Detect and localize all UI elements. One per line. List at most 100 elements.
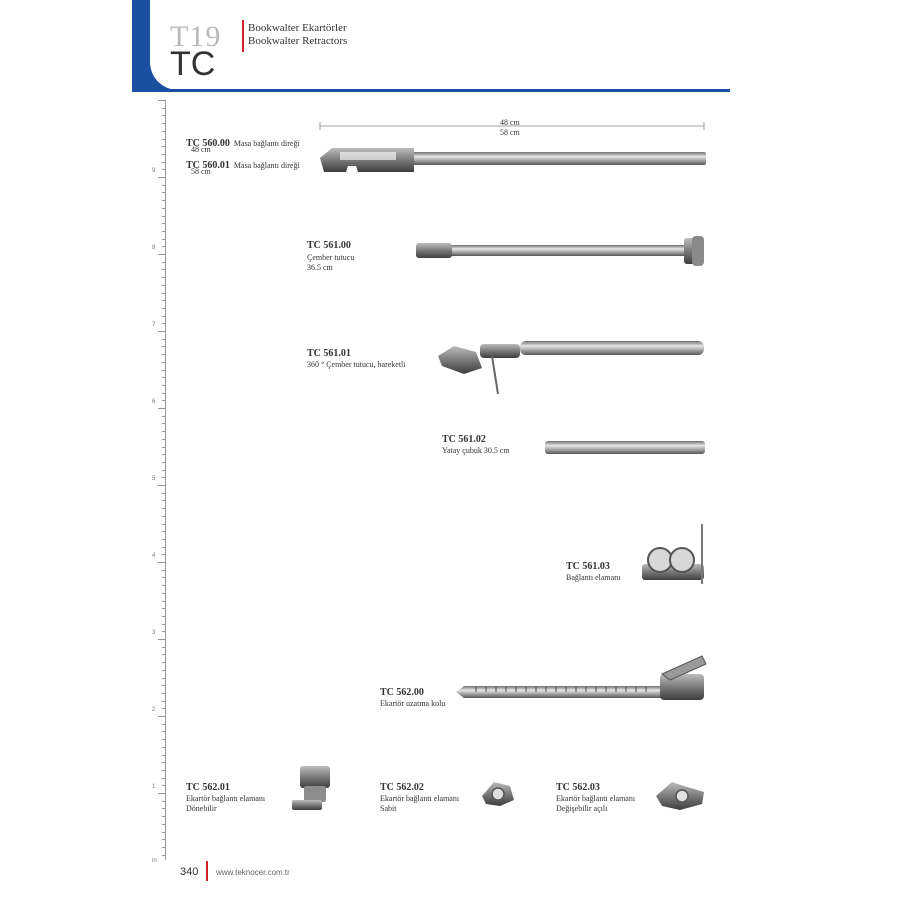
- ruler-tick: [162, 477, 166, 479]
- product-code: TC 562.01: [186, 782, 230, 793]
- ruler-tick: [162, 846, 166, 848]
- ruler-tick: [162, 492, 166, 494]
- ruler-tick: [162, 554, 166, 556]
- ruler-tick: [162, 723, 166, 725]
- ruler-number: 3: [152, 630, 156, 636]
- connector-image: [642, 524, 704, 584]
- ruler-tick: [162, 708, 166, 710]
- ruler-tick: [162, 600, 166, 602]
- ruler-tick: [162, 669, 166, 671]
- ruler-tick: [162, 377, 166, 379]
- product-desc: Yatay çubuk 30.5 cm: [442, 446, 510, 455]
- ruler-tick: [162, 731, 166, 733]
- title-accent-bar: [242, 20, 244, 52]
- ruler-tick: [162, 423, 166, 425]
- ruler-tick: [162, 361, 166, 363]
- ruler-tick: [158, 793, 166, 794]
- ruler-tick: [162, 700, 166, 702]
- ruler-number: 4: [152, 553, 156, 559]
- product-desc: 360 ° Çember tutucu, hareketli: [307, 360, 406, 369]
- ruler-tick: [162, 677, 166, 679]
- ruler-tick: [162, 261, 166, 263]
- ruler-tick: [162, 192, 166, 194]
- ruler-tick: [162, 515, 166, 517]
- ruler-tick: [162, 531, 166, 533]
- ruler-number: 5: [152, 476, 156, 482]
- dimension-line: [319, 122, 705, 130]
- ruler-tick: [162, 762, 166, 764]
- ruler-tick: [162, 369, 166, 371]
- ruler-tick: [162, 523, 166, 525]
- ruler-number: 9: [152, 168, 156, 174]
- variable-angle-clamp-image: [656, 782, 704, 810]
- ruler-tick: [162, 307, 166, 309]
- ruler-tick: [162, 769, 166, 771]
- website-link[interactable]: www.teknocer.com.tr: [216, 868, 290, 877]
- ruler-tick: [162, 338, 166, 340]
- header-rule: [132, 89, 730, 92]
- product-desc: Ekartör bağlantı elamanı: [380, 794, 460, 803]
- ruler-unit: in: [152, 858, 157, 864]
- product-code: TC 561.01: [307, 348, 351, 359]
- ruler-tick: [158, 639, 166, 640]
- header-tab-inner: [150, 0, 240, 90]
- ruler-tick: [162, 816, 166, 818]
- ruler-tick: [158, 485, 166, 486]
- ruler-tick: [158, 331, 166, 332]
- ruler-number: 2: [152, 707, 156, 713]
- fixed-retractor-clamp-image: [482, 782, 514, 806]
- product-size: 48 cm: [191, 145, 211, 154]
- product-code: TC 560.01: [186, 160, 230, 171]
- product-code: TC 560.00: [186, 138, 230, 149]
- ruler-tick: [162, 623, 166, 625]
- ruler-tick: [162, 246, 166, 248]
- product-label-tc56001: TC 560.01 Masa bağlantı direği: [186, 155, 300, 173]
- ruler-tick: [162, 446, 166, 448]
- ruler-tick: [162, 392, 166, 394]
- ruler-tick: [162, 777, 166, 779]
- ruler-tick: [162, 415, 166, 417]
- ruler-tick: [162, 238, 166, 240]
- product-desc: Masa bağlantı direği: [233, 161, 300, 170]
- ruler-tick: [158, 177, 166, 178]
- product-desc-2: Değişebilir açılı: [556, 804, 608, 813]
- ruler-tick: [162, 277, 166, 279]
- ruler-tick: [162, 469, 166, 471]
- product-desc: Masa bağlantı direği: [233, 139, 300, 148]
- ruler-tick: [162, 292, 166, 294]
- brand-code: TC: [170, 45, 216, 83]
- ruler-tick: [162, 577, 166, 579]
- product-desc: Ekartör uzatma kolu: [380, 699, 446, 708]
- product-desc: Ekartör bağlantı elamanı: [556, 794, 636, 803]
- product-desc: Ekartör bağlantı elamanı: [186, 794, 266, 803]
- ruler-tick: [162, 354, 166, 356]
- ruler-tick: [162, 785, 166, 787]
- page-number: 340: [180, 866, 199, 878]
- ruler-tick: [162, 538, 166, 540]
- product-desc-2: Dönebilir: [186, 804, 217, 813]
- ruler-tick: [162, 207, 166, 209]
- ruler-tick: [162, 692, 166, 694]
- product-code: TC 561.00: [307, 240, 351, 251]
- ruler-tick: [162, 631, 166, 633]
- ruler-tick: [162, 431, 166, 433]
- ruler-tick: [162, 315, 166, 317]
- ruler-tick: [162, 608, 166, 610]
- ruler-tick: [162, 223, 166, 225]
- product-code: TC 561.03: [566, 561, 610, 572]
- ruler-tick: [158, 254, 166, 255]
- ruler-tick: [162, 654, 166, 656]
- ruler-tick: [162, 161, 166, 163]
- ruler-tick: [162, 823, 166, 825]
- ruler-tick: [162, 615, 166, 617]
- ruler-tick: [158, 716, 166, 717]
- product-label-tc56000: TC 560.00 Masa bağlantı direği: [186, 133, 300, 151]
- product-code: TC 562.03: [556, 782, 600, 793]
- ruler-tick: [162, 115, 166, 117]
- rotating-ring-holder-image: [438, 341, 704, 395]
- ruler-tick: [162, 585, 166, 587]
- ruler-tick: [162, 808, 166, 810]
- ruler-tick: [158, 100, 166, 101]
- ruler-tick: [162, 854, 166, 856]
- product-code: TC 562.02: [380, 782, 424, 793]
